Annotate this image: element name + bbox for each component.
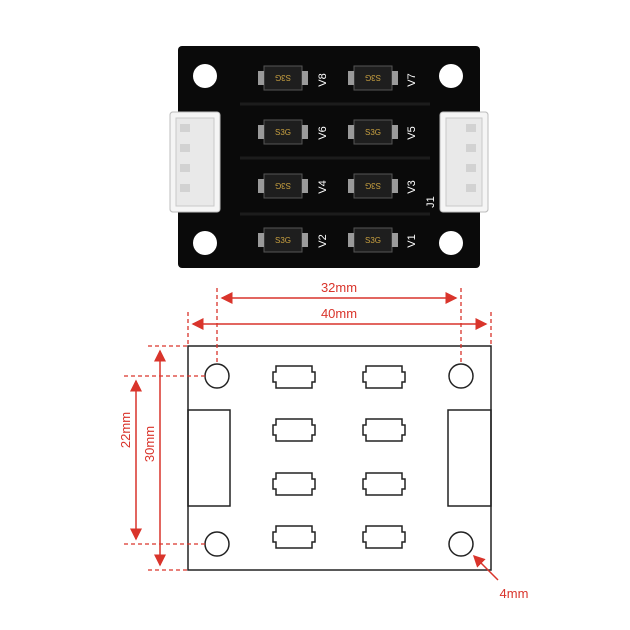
dim-label-32: 32mm <box>321 280 357 295</box>
drawing-board-outline <box>187 345 492 571</box>
label-v3: V3 <box>406 180 418 193</box>
svg-text:S3G: S3G <box>365 236 381 245</box>
dimension-drawing: 32mm 40mm 30mm 22mm 4mm <box>118 280 528 601</box>
label-v2: V2 <box>317 234 329 247</box>
label-v4: V4 <box>317 180 329 193</box>
diode-v4: S3G <box>258 173 308 199</box>
diode-v5: S3G <box>348 119 398 145</box>
svg-text:S3G: S3G <box>275 73 291 82</box>
dim-label-40: 40mm <box>321 306 357 321</box>
diode-v1: S3G <box>348 227 398 253</box>
dim-label-22: 22mm <box>118 412 133 448</box>
dim-line-hole <box>472 554 499 581</box>
label-v5: V5 <box>406 126 418 139</box>
hole-bottom-right <box>439 231 463 255</box>
drawing-hole-br <box>448 531 474 557</box>
svg-text:S3G: S3G <box>275 181 291 190</box>
pcb-photo: S3G V8 S3G V7 S3G V6 S3G V5 S3G V4 <box>169 46 489 268</box>
hole-bottom-left <box>193 231 217 255</box>
drawing-pads <box>272 365 406 549</box>
svg-text:S3G: S3G <box>275 236 291 245</box>
svg-text:S3G: S3G <box>275 128 291 137</box>
diode-v6: S3G <box>258 119 308 145</box>
drawing-left-connector <box>187 409 231 507</box>
svg-text:S3G: S3G <box>365 128 381 137</box>
svg-text:S3G: S3G <box>365 181 381 190</box>
label-v7: V7 <box>406 73 418 86</box>
dim-label-30: 30mm <box>142 426 157 462</box>
hole-top-right <box>439 64 463 88</box>
hole-top-left <box>193 64 217 88</box>
diode-v3: S3G <box>348 173 398 199</box>
svg-text:S3G: S3G <box>365 73 381 82</box>
drawing-right-connector <box>447 409 492 507</box>
dim-label-hole: 4mm <box>500 586 529 601</box>
label-v8: V8 <box>317 73 329 86</box>
diode-v7: S3G <box>348 65 398 91</box>
label-v6: V6 <box>317 126 329 139</box>
diode-v2: S3G <box>258 227 308 253</box>
label-v1: V1 <box>406 234 418 247</box>
label-j1: J1 <box>425 196 437 208</box>
drawing-hole-tr <box>448 363 474 389</box>
diode-v8: S3G <box>258 65 308 91</box>
